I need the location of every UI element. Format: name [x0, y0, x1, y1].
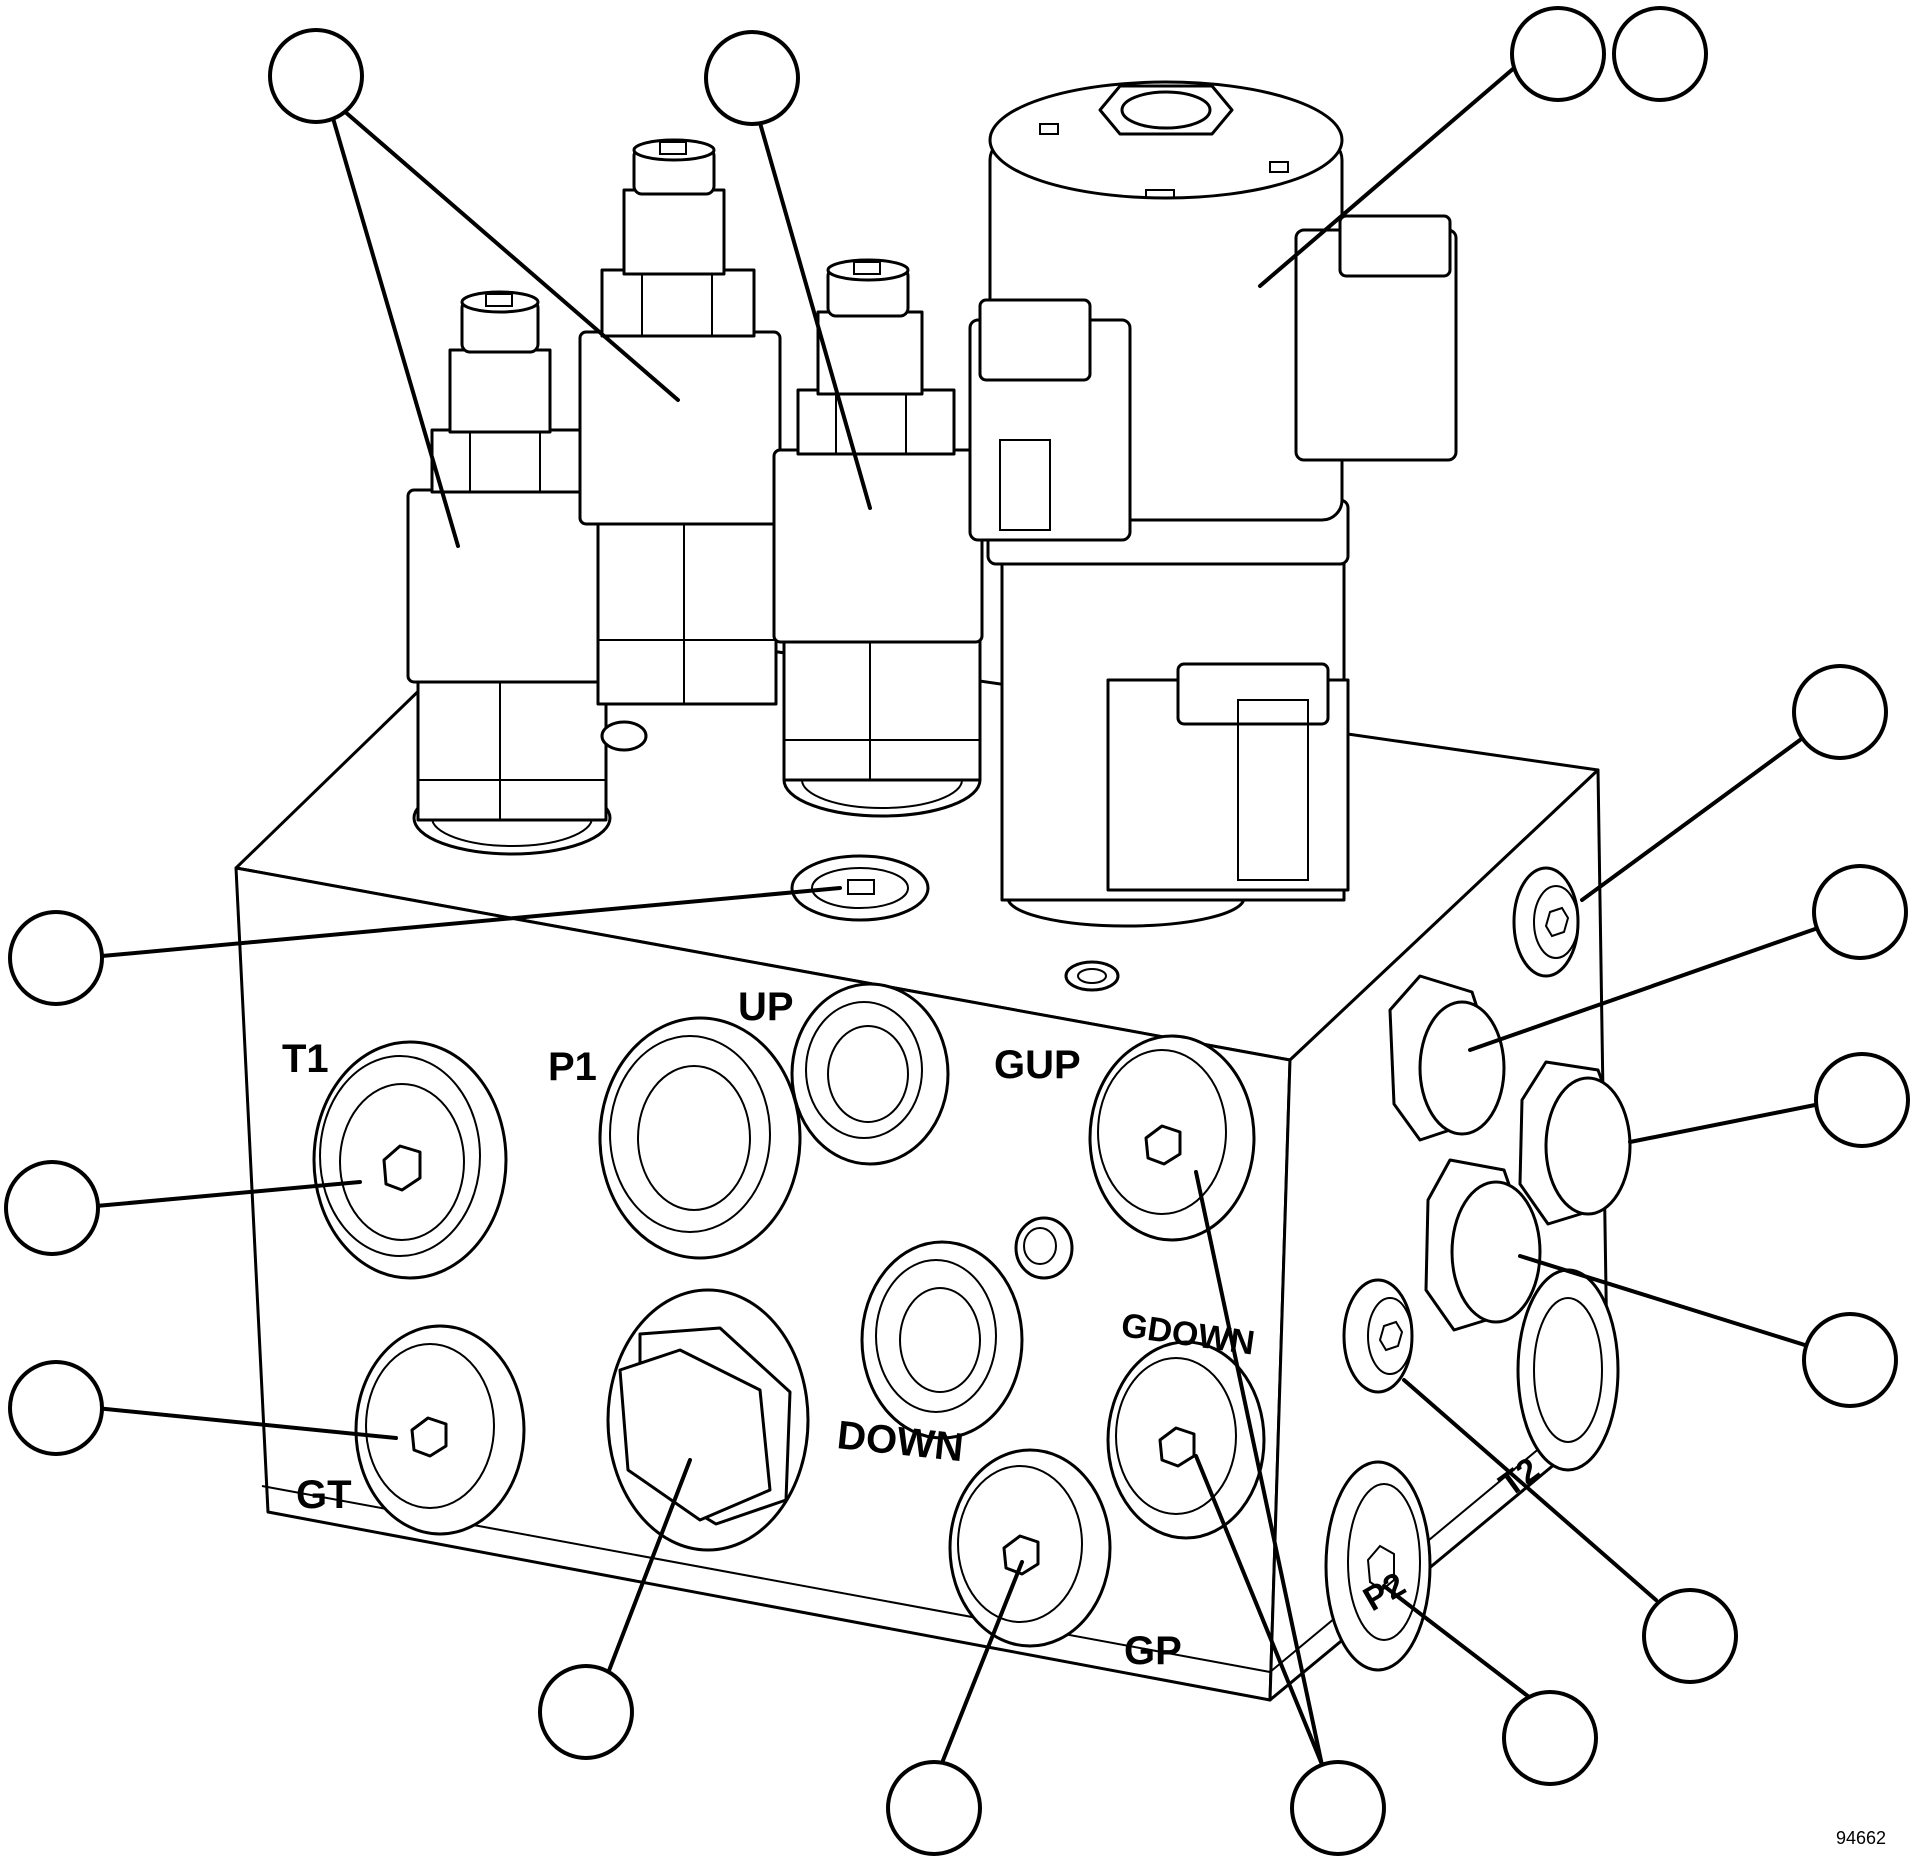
- port-down: [860, 1240, 1024, 1440]
- callout-circle: [1510, 6, 1606, 102]
- callout-circle: [1290, 1760, 1386, 1856]
- right-knurled-plug-upper: [1512, 866, 1580, 978]
- right-hex-plug-3: [1424, 1158, 1542, 1332]
- right-hex-plug-1: [1388, 974, 1506, 1142]
- callout-circle: [886, 1760, 982, 1856]
- port-t1-plug: [312, 1040, 508, 1280]
- label-gp: GP: [1124, 1629, 1182, 1673]
- port-p1: [598, 1016, 802, 1260]
- label-gt: GT: [296, 1473, 352, 1517]
- port-gt-plug: [354, 1324, 526, 1536]
- callout-circle: [268, 28, 364, 124]
- cartridge-valve-left: [406, 290, 612, 856]
- callout-circle: [1792, 664, 1888, 760]
- cartridge-valve-right: [772, 258, 984, 818]
- label-t1: T1: [282, 1037, 329, 1081]
- solenoid-valve: [968, 80, 1458, 928]
- port-gp-plug: [948, 1448, 1112, 1648]
- callout-circle: [1812, 864, 1908, 960]
- callout-circle: [704, 30, 800, 126]
- port-large-hex-plug: [606, 1288, 810, 1552]
- figure-number: 94662: [1836, 1828, 1886, 1848]
- callout-circle: [1502, 1690, 1598, 1786]
- label-up: UP: [738, 985, 794, 1029]
- cartridge-valve-center: [578, 138, 782, 706]
- callout-circle: [8, 910, 104, 1006]
- right-knurled-plug-lower: [1342, 1278, 1414, 1394]
- port-t2: [1516, 1268, 1620, 1472]
- right-face-ports: [1324, 866, 1632, 1672]
- label-p1: P1: [548, 1045, 597, 1089]
- right-hex-plug-2: [1518, 1060, 1632, 1226]
- port-gup-plug: [1088, 1034, 1256, 1242]
- callout-circle: [1642, 1588, 1738, 1684]
- callout-circle: [538, 1664, 634, 1760]
- leader-lines: [94, 54, 1822, 1786]
- port-small-drain: [1014, 1216, 1074, 1280]
- front-face-ports: [312, 982, 1266, 1648]
- top-face-details: [600, 720, 1120, 992]
- callout-circle: [8, 1360, 104, 1456]
- port-up: [790, 982, 950, 1166]
- callout-circle: [1802, 1312, 1898, 1408]
- callout-circle: [4, 1160, 100, 1256]
- callout-circle: [1612, 6, 1708, 102]
- port-p2-plug: [1324, 1460, 1432, 1672]
- port-gdown-plug: [1106, 1340, 1266, 1540]
- label-gup: GUP: [994, 1043, 1081, 1087]
- callout-circles: [4, 6, 1910, 1856]
- callout-circle: [1814, 1052, 1910, 1148]
